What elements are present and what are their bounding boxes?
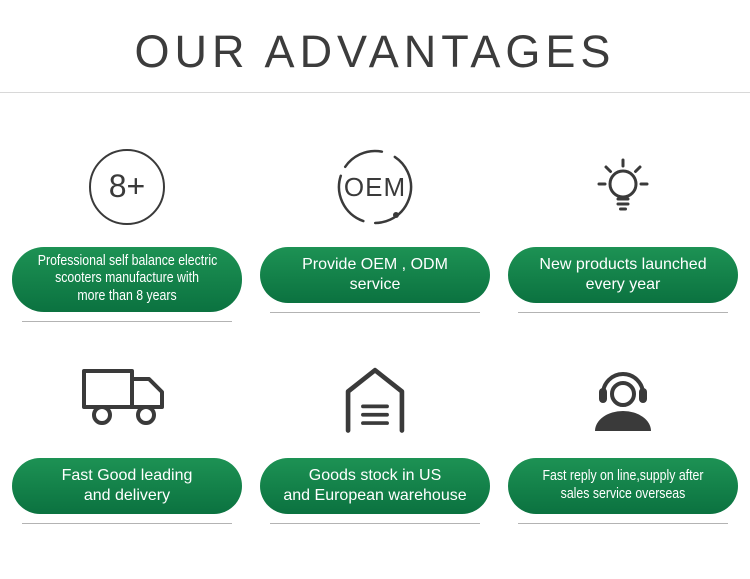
truck-icon [78,348,176,448]
advantage-pill: Provide OEM , ODM service [260,246,490,303]
pill-line: and European warehouse [283,486,467,504]
advantage-card-after-sales: Fast reply on line,supply after sales se… [504,348,742,524]
oem-circle-icon: OEM [333,137,417,237]
pill-line: Provide OEM , ODM [302,256,448,274]
badge-8plus-icon: 8+ [89,137,165,237]
pill-line: sales service overseas [560,485,686,502]
advantage-card-delivery: Fast Good leading and delivery [8,348,246,524]
pill-line: New products launched [539,256,707,274]
pill-line: and delivery [83,486,171,504]
card-divider [22,320,232,322]
card-divider [518,311,728,313]
advantage-card-stock: Goods stock in US and European warehouse [256,348,494,524]
advantage-card-experience: 8+ Professional self balance electric sc… [8,137,246,322]
pill-line: every year [585,275,661,293]
pill-line: service [349,275,401,293]
pill-line: scooters manufacture with [55,270,199,287]
advantage-pill: Professional self balance electric scoot… [12,246,242,312]
badge-8plus-circle: 8+ [89,148,165,225]
pill-line: Fast Good leading [61,467,193,485]
advantage-card-oem: OEM Provide OEM , ODM service [256,137,494,322]
card-divider [270,311,480,313]
title-divider [0,91,750,93]
advantages-grid: 8+ Professional self balance electric sc… [0,137,750,524]
card-divider [270,522,480,524]
lightbulb-icon [586,137,660,237]
pill-line: more than 8 years [77,288,177,305]
oem-icon-text: OEM [344,172,406,202]
page-title: OUR ADVANTAGES [134,26,616,77]
advantage-pill: Fast Good leading and delivery [12,457,242,514]
advantage-pill: New products launched every year [508,246,738,303]
badge-8plus-text: 8+ [108,168,146,205]
card-divider [518,522,728,524]
pill-line: Fast reply on line,supply after [542,468,704,485]
warehouse-icon [336,348,414,448]
advantages-section: OUR ADVANTAGES 8+ Professional self bala… [0,26,750,579]
advantage-pill: Fast reply on line,supply after sales se… [508,457,738,514]
pill-line: Goods stock in US [308,467,442,485]
advantage-pill: Goods stock in US and European warehouse [260,457,490,514]
headset-icon [579,348,667,448]
advantage-card-new-products: New products launched every year [504,137,742,322]
pill-line: Professional self balance electric [37,252,218,269]
card-divider [22,522,232,524]
